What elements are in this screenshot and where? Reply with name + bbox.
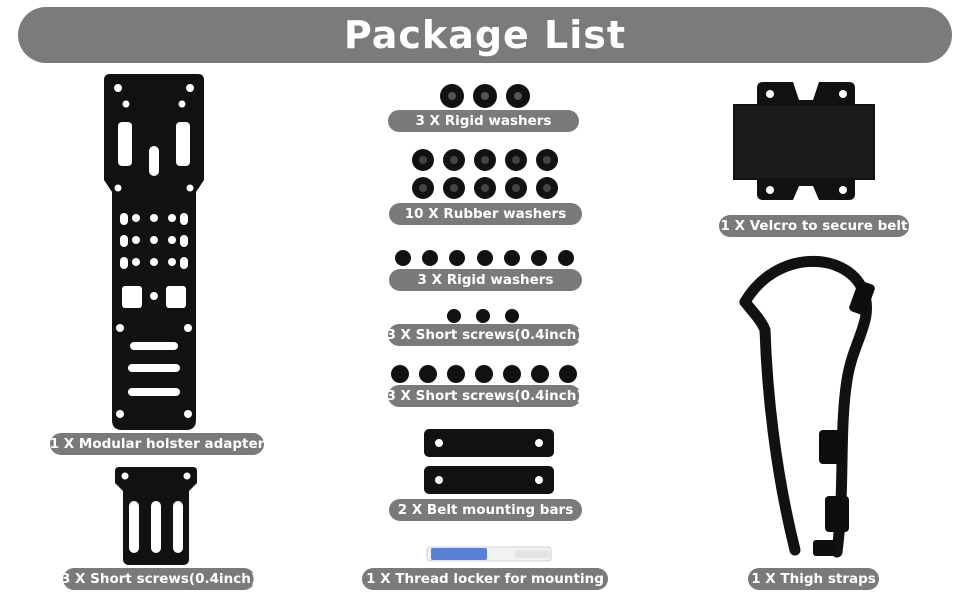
short-screws-1-image: [446, 308, 522, 324]
label-short-screws-1: 3 X Short screws(0.4inch): [386, 324, 583, 346]
thread-locker-image: [425, 543, 553, 565]
label-adapter-screws: 3 X Short screws(0.4inch): [61, 568, 257, 590]
label-thigh-straps: 1 X Thigh straps: [748, 568, 879, 590]
page-title: Package List: [343, 13, 627, 57]
label-thread-locker: 1 X Thread locker for mounting: [362, 568, 608, 590]
rigid-washers-image: [439, 82, 531, 110]
label-velcro: 1 X Velcro to secure belt: [719, 215, 909, 237]
screws-row-1-image: [393, 248, 577, 268]
label-rubber-washers: 10 X Rubber washers: [389, 203, 582, 225]
label-belt-bars: 2 X Belt mounting bars: [389, 499, 582, 521]
velcro-image: [733, 82, 875, 200]
small-adapter-image: [115, 467, 197, 565]
holster-adapter-image: [104, 74, 204, 430]
short-screws-2-image: [390, 364, 578, 384]
title-banner: Package List: [18, 7, 952, 63]
label-rigid-washers-2: 3 X Rigid washers: [389, 269, 582, 291]
belt-bars-image: [423, 428, 555, 496]
label-short-screws-2: 3 X Short screws(0.4inch): [386, 385, 583, 407]
label-holster-adapter: 1 X Modular holster adapter: [50, 433, 264, 455]
thigh-strap-image: [735, 250, 885, 562]
rubber-washers-image: [408, 147, 562, 203]
label-rigid-washers-1: 3 X Rigid washers: [388, 110, 579, 132]
